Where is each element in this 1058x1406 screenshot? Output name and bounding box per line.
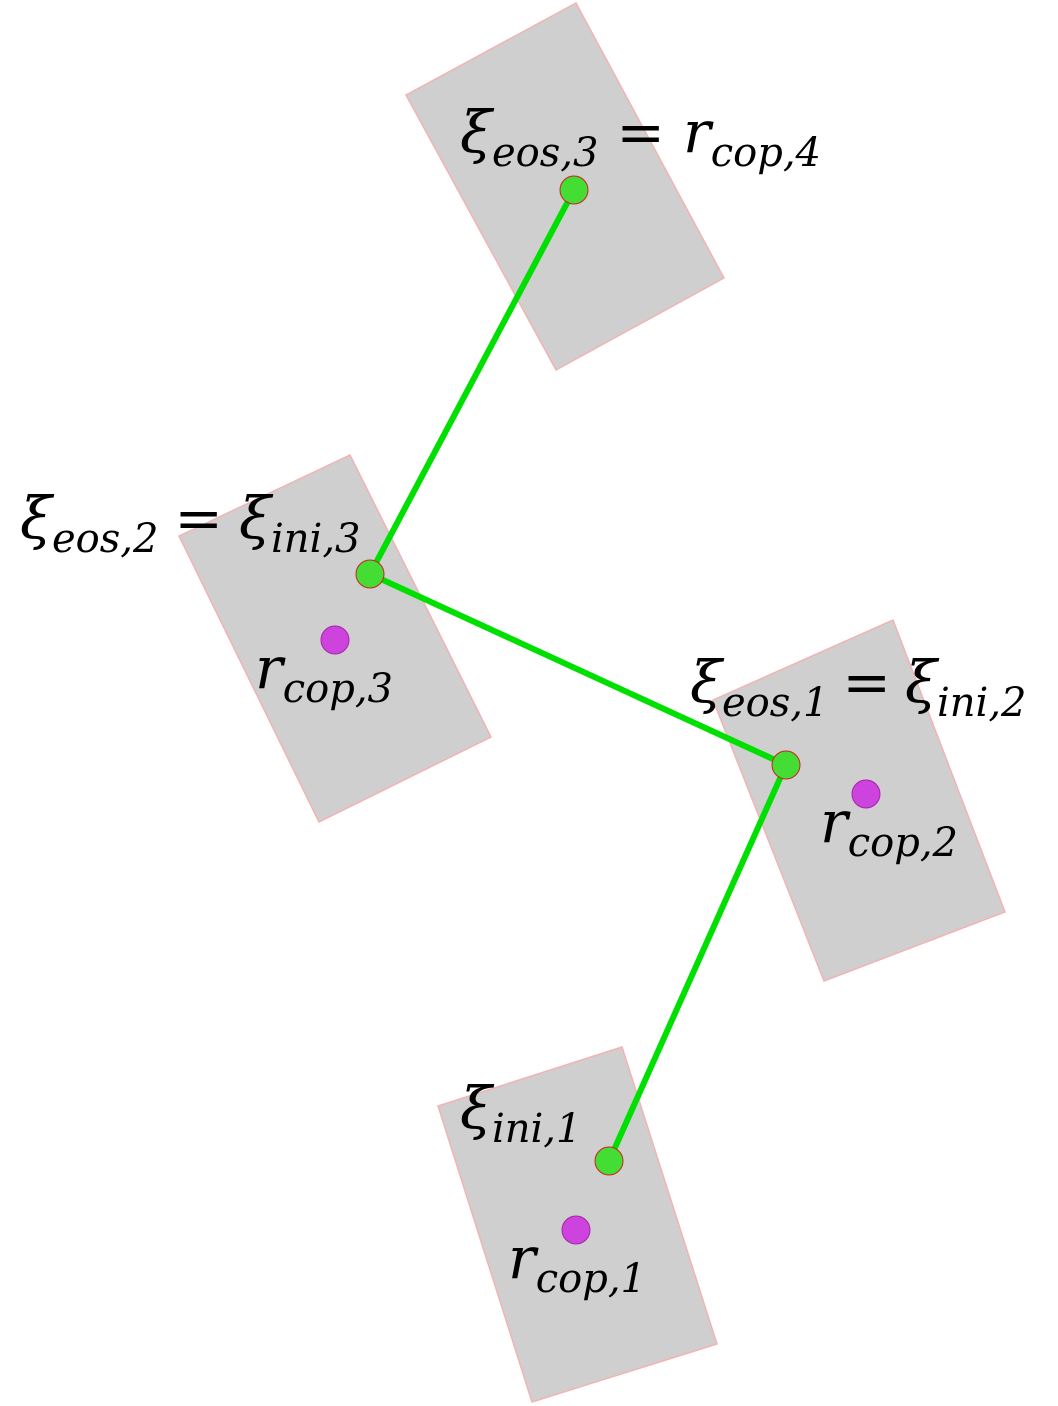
cop-2-point bbox=[851, 779, 881, 809]
label-cop-3: rcop,3 bbox=[255, 634, 393, 712]
cop-1-point bbox=[561, 1215, 591, 1245]
label-cop-2: rcop,2 bbox=[820, 788, 958, 866]
label-cop-1: rcop,1 bbox=[508, 1224, 646, 1302]
label-bottom: ξini,1 bbox=[460, 1074, 581, 1152]
xi-ini-1-point bbox=[594, 1146, 624, 1176]
trajectory-segment-2 bbox=[367, 571, 789, 768]
trajectory-segment-3 bbox=[367, 187, 577, 577]
xi-eos-1-point bbox=[771, 750, 801, 780]
cop-3-point bbox=[320, 625, 350, 655]
label-mid-right: ξeos,1=ξini,2 bbox=[690, 648, 1026, 726]
label-mid-left: ξeos,2=ξini,3 bbox=[20, 484, 360, 562]
xi-eos-2-point bbox=[355, 559, 385, 589]
trajectory-segment-1 bbox=[606, 762, 789, 1164]
label-top: ξeos,3=rcop,4 bbox=[460, 98, 821, 176]
xi-eos-3-point bbox=[559, 175, 589, 205]
